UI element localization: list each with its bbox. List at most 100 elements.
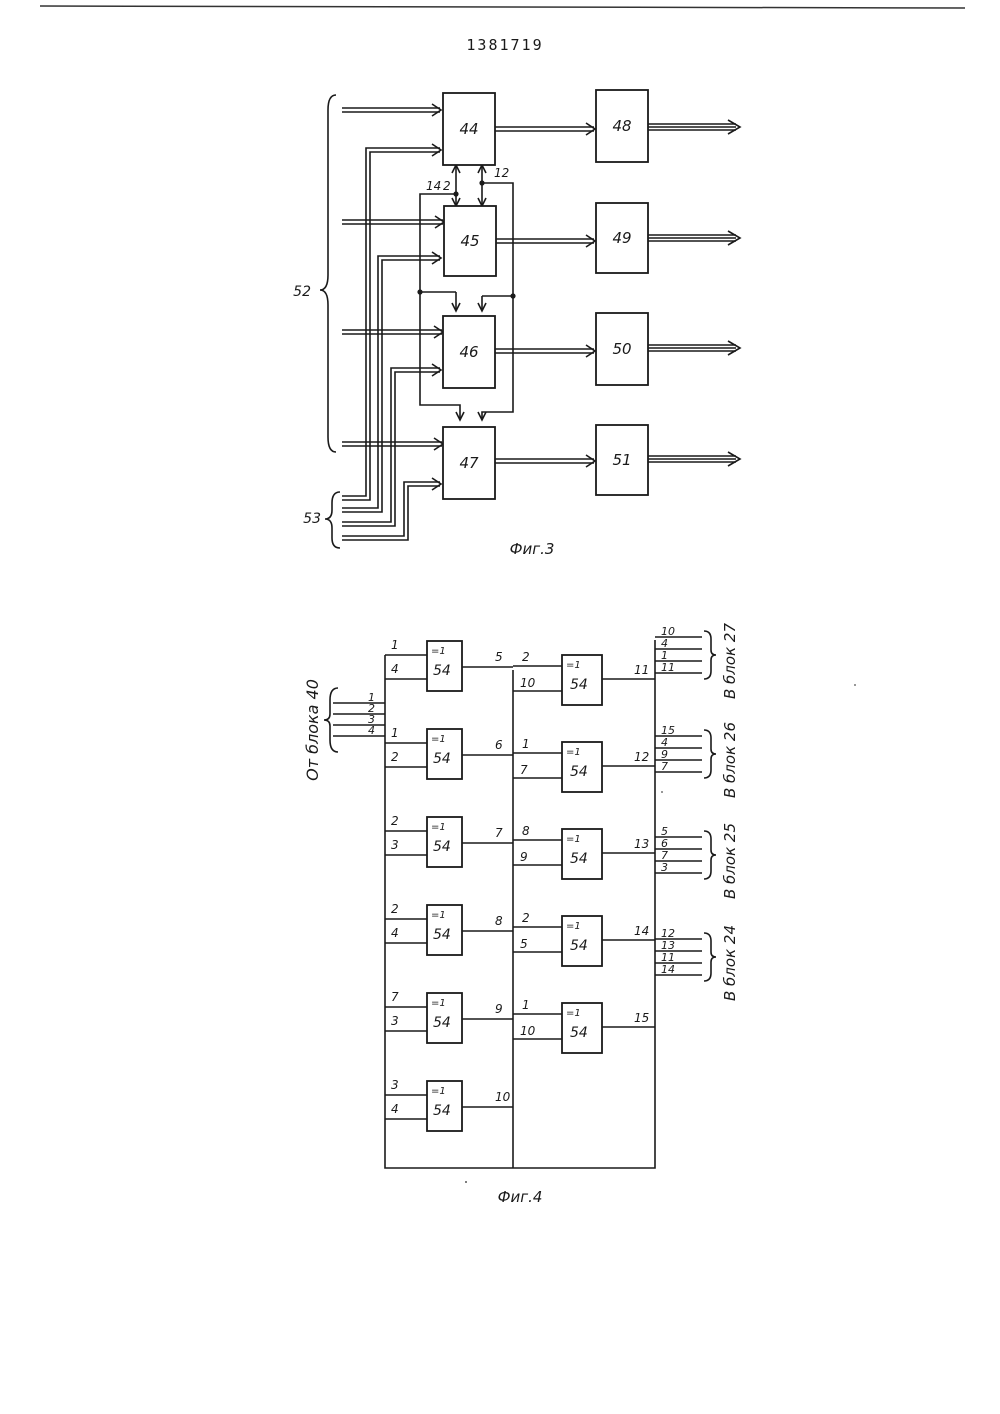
block-51-label: 51 [612, 451, 631, 469]
gate-output-number: 14 [634, 924, 649, 938]
block-connections [495, 123, 595, 467]
patent-number: 1381719 [466, 36, 543, 54]
gate-number: 54 [570, 851, 588, 867]
bus-label-14: 14 [426, 179, 441, 193]
gate-number: 54 [433, 839, 451, 855]
gate-symbol: =1 [431, 910, 446, 921]
gate-number: 54 [433, 751, 451, 767]
top-rule [40, 6, 965, 8]
brace-53-input-buses [342, 144, 441, 540]
gate-input-number: 10 [520, 676, 536, 690]
gate-number: 54 [570, 764, 588, 780]
gate-input-number: 1 [522, 998, 530, 1012]
gate-input-number: 2 [391, 814, 399, 828]
gate-symbol: =1 [431, 822, 446, 833]
gate-output-number: 12 [634, 750, 649, 764]
brace-52-input-buses [342, 104, 444, 450]
output-group-label: В блок 27 [721, 623, 739, 699]
brace-52-label: 52 [293, 284, 311, 300]
gate-symbol: =1 [566, 747, 581, 758]
gate-input-number: 4 [391, 926, 399, 940]
gate-input-number: 2 [522, 650, 530, 664]
output-line-number: 3 [661, 861, 668, 874]
source-label: От блока 40 [303, 679, 322, 781]
gate-input-number: 4 [391, 662, 399, 676]
gate-number: 54 [433, 1015, 451, 1031]
gate-number: 54 [433, 663, 451, 679]
gate-symbol: =1 [431, 734, 446, 745]
gate-number: 54 [433, 1103, 451, 1119]
output-brace [704, 933, 716, 981]
gate-symbol: =1 [566, 921, 581, 932]
figure-4-xor-network: От блока 40 1234 =154145=154126=154237=1… [303, 623, 739, 1206]
gate-output-number: 13 [634, 837, 649, 851]
bus-label-2: 2 [443, 179, 451, 193]
gate-number: 54 [433, 927, 451, 943]
block-45-label: 45 [460, 232, 479, 250]
gate-input-number: 7 [391, 990, 399, 1004]
gate-input-number: 1 [522, 737, 530, 751]
brace-53 [325, 492, 340, 548]
gate-symbol: =1 [566, 834, 581, 845]
output-line-number: 14 [661, 963, 675, 976]
output-brace [704, 631, 716, 679]
block-44-label: 44 [459, 120, 478, 138]
gate-column-2: =1 54 2 10 11 =1 54 1 7 12 =1 54 8 9 13 =1 54 2 5 14 =1 54 1 10… [513, 650, 655, 1053]
gate-input-number: 3 [391, 838, 399, 852]
gate-output-number: 15 [634, 1011, 649, 1025]
gate-input-number: 3 [391, 1078, 399, 1092]
scan-speck [661, 791, 663, 793]
gate-symbol: =1 [566, 660, 581, 671]
gate-output-number: 6 [495, 738, 503, 752]
figure-3-block-diagram: 52 53 [293, 90, 740, 558]
gate-input-number: 3 [391, 1014, 399, 1028]
brace-53-label: 53 [303, 511, 321, 527]
gate-output-number: 9 [495, 1002, 503, 1016]
gate-number: 54 [570, 677, 588, 693]
gate-column-1: =154145=154126=154237=154248=154739=1543… [385, 638, 513, 1131]
outer-bus-frame [385, 640, 655, 1168]
source-brace [324, 688, 338, 752]
gate-output-number: 5 [495, 650, 503, 664]
bus-label-12: 12 [494, 166, 509, 180]
gate-input-number: 10 [520, 1024, 536, 1038]
fig3-output-arrows [648, 120, 740, 466]
gate-input-number: 8 [522, 824, 530, 838]
scan-speck [465, 1181, 467, 1183]
output-brace [704, 730, 716, 778]
gate-symbol: =1 [431, 998, 446, 1009]
output-brace [704, 831, 716, 879]
gate-input-number: 4 [391, 1102, 399, 1116]
source-input-lines: 1234 [333, 691, 385, 737]
gate-input-number: 1 [391, 638, 399, 652]
gate-input-number: 2 [522, 911, 530, 925]
gate-output-number: 11 [634, 663, 649, 677]
gate-number: 54 [570, 938, 588, 954]
gate-output-number: 10 [495, 1090, 511, 1104]
gate-output-number: 8 [495, 914, 503, 928]
block-47-label: 47 [459, 454, 479, 472]
gate-input-number: 7 [520, 763, 528, 777]
gate-input-number: 9 [520, 850, 528, 864]
figure-4-caption: Фиг.4 [498, 1188, 543, 1206]
gate-output-number: 7 [495, 826, 503, 840]
scan-speck [854, 684, 856, 686]
gate-symbol: =1 [431, 1086, 446, 1097]
gate-input-number: 2 [391, 750, 399, 764]
output-group-label: В блок 26 [721, 722, 739, 798]
output-group-label: В блок 24 [721, 925, 739, 1001]
output-group-label: В блок 25 [721, 823, 739, 899]
output-line-number: 7 [661, 760, 668, 773]
output-line-number: 11 [661, 661, 675, 674]
block-49-label: 49 [612, 229, 631, 247]
gate-symbol: =1 [566, 1008, 581, 1019]
block-46-label: 46 [459, 343, 478, 361]
gate-input-number: 2 [391, 902, 399, 916]
gate-input-number: 5 [520, 937, 528, 951]
source-input-number: 4 [368, 724, 375, 737]
block-50-label: 50 [612, 340, 631, 358]
gate-number: 54 [570, 1025, 588, 1041]
output-groups: 104111В блок 2715497В блок 265673В блок … [655, 623, 739, 1001]
figure-3-caption: Фиг.3 [510, 540, 555, 558]
